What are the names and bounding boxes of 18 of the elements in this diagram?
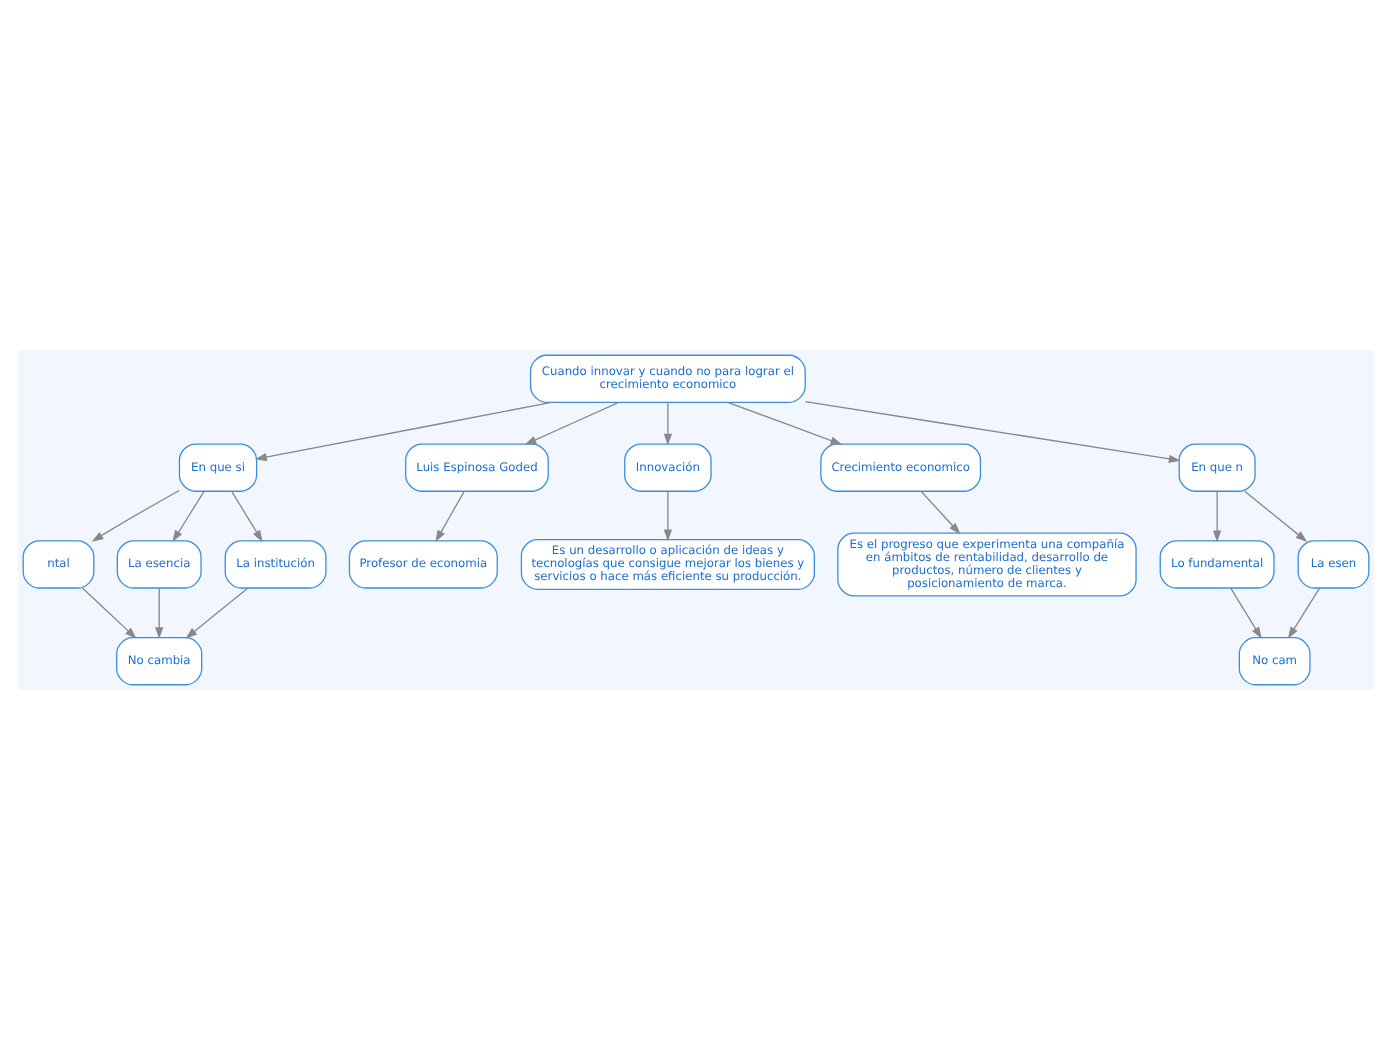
arrow (1244, 490, 1308, 542)
arrow (804, 401, 1181, 463)
arrow (1213, 490, 1222, 543)
arrow (91, 489, 180, 542)
arrow (920, 490, 961, 535)
arrow (172, 490, 205, 543)
arrow (81, 587, 137, 639)
arrow (663, 490, 672, 542)
arrow (231, 490, 263, 543)
arrow (727, 401, 843, 445)
arrow (185, 587, 249, 639)
arrow (663, 402, 672, 446)
arrow (435, 490, 465, 543)
arrow (1287, 587, 1321, 639)
arrow (524, 401, 619, 445)
arrow (155, 587, 164, 640)
arrow (255, 401, 553, 462)
arrow (1230, 587, 1262, 639)
